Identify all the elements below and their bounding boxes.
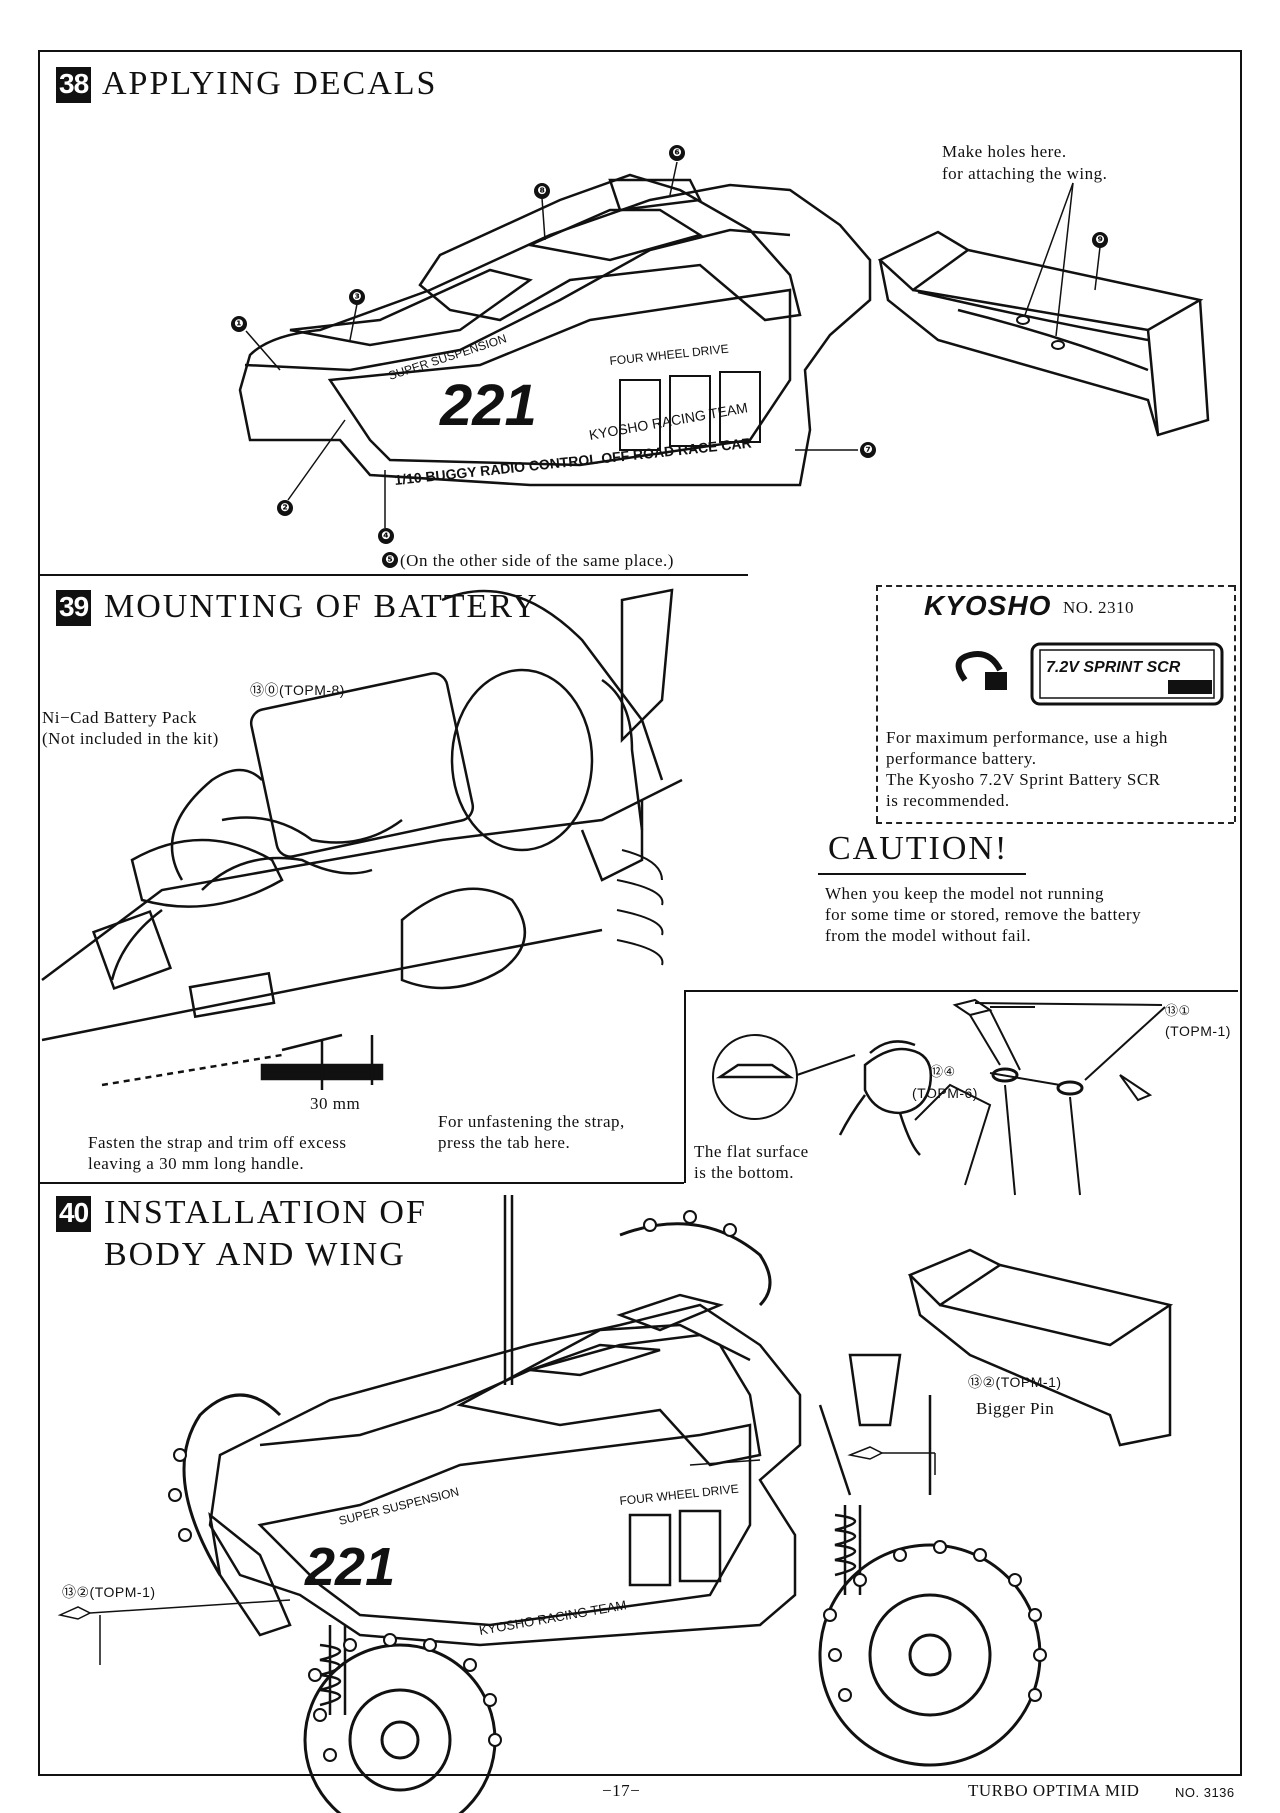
- performance-note-1: For maximum performance, use a high: [886, 728, 1168, 747]
- unfasten-note-1: For unfastening the strap,: [438, 1112, 625, 1131]
- part-131-code: (TOPM-1): [1165, 1023, 1231, 1039]
- step-38-number: 38: [56, 67, 92, 103]
- performance-note-4: is recommended.: [886, 791, 1010, 810]
- step-39-number: 39: [56, 590, 92, 626]
- battery-product-number: NO. 2310: [1063, 598, 1135, 617]
- part-topm8-label: ⑬⓪(TOPM-8): [250, 682, 345, 698]
- page-number: −17−: [602, 1781, 641, 1800]
- battery-product-label: 7.2V SPRINT SCR: [1046, 659, 1181, 676]
- step-38-leader-lines: [245, 161, 1101, 528]
- decal-number: 221: [439, 373, 537, 438]
- step-40-number: 40: [56, 1196, 92, 1232]
- buggy-assembly-illustration: 221 SUPER SUSPENSION FOUR WHEEL DRIVE KY…: [57, 1195, 1174, 1813]
- battery-box-top: [876, 585, 1234, 587]
- unfasten-note-2: press the tab here.: [438, 1133, 571, 1152]
- decal-callout-9: ❾: [1092, 232, 1108, 248]
- battery-mounting-illustration: [41, 588, 683, 1090]
- page-frame: [38, 50, 1242, 1776]
- wing-inset-top-border: [684, 990, 1238, 992]
- step-40-title-line-2: BODY AND WING: [104, 1236, 406, 1273]
- buggy-decal-number: 221: [304, 1537, 395, 1597]
- sprint-battery-illustration: 7.2V SPRINT SCR: [955, 642, 1224, 706]
- caution-line-3: from the model without fail.: [825, 926, 1032, 945]
- strap-note-1: Fasten the strap and trim off excess: [88, 1133, 347, 1152]
- flat-surface-note-1: The flat surface: [694, 1142, 809, 1161]
- part-124-label: ⑫④: [930, 1064, 956, 1079]
- step-40-title-line-1: INSTALLATION OF: [104, 1194, 427, 1231]
- strap-note-2: leaving a 30 mm long handle.: [88, 1154, 305, 1173]
- performance-note-2: performance battery.: [886, 749, 1037, 768]
- divider-38-39: [40, 574, 748, 576]
- part-131-label: ⑬①: [1165, 1003, 1191, 1018]
- decal-callout-4: ❹: [378, 528, 394, 544]
- decal-callout-5: ❺: [382, 552, 398, 568]
- other-side-note: (On the other side of the same place.): [400, 551, 674, 570]
- decal-callout-2: ❷: [277, 500, 293, 516]
- body-shell-illustration: 221 SUPER SUSPENSION FOUR WHEEL DRIVE KY…: [238, 173, 872, 488]
- battery-box-bottom: [876, 822, 1234, 824]
- buggy-decal-racing: KYOSHO RACING TEAM: [478, 1597, 628, 1638]
- wing-inset-left-border: [684, 990, 686, 1183]
- step-38-title: APPLYING DECALS: [102, 65, 438, 102]
- wing-holes-note-1: Make holes here.: [942, 142, 1067, 161]
- battery-box-right: [1234, 585, 1236, 822]
- part-132-right-label: ⑬②(TOPM-1): [968, 1374, 1062, 1390]
- bigger-pin-label: Bigger Pin: [976, 1399, 1055, 1418]
- footer-model-name: TURBO OPTIMA MID: [968, 1781, 1140, 1800]
- divider-39-40: [40, 1182, 684, 1184]
- decal-callout-1: ❶: [231, 316, 247, 332]
- battery-pack-label-1: Ni−Cad Battery Pack: [42, 708, 198, 727]
- decal-callout-6: ❻: [669, 145, 685, 161]
- wing-mount-inset-illustration: [712, 998, 1166, 1196]
- wing-illustration: [877, 230, 1210, 437]
- kyosho-logo: KYOSHO: [924, 590, 1052, 621]
- part-132-left-label: ⑬②(TOPM-1): [62, 1584, 156, 1600]
- footer-model-number: NO. 3136: [1175, 1785, 1235, 1800]
- caution-underline: [818, 873, 1026, 875]
- caution-line-1: When you keep the model not running: [825, 884, 1105, 903]
- buggy-decal-fwd: FOUR WHEEL DRIVE: [619, 1482, 739, 1508]
- wing-holes-note-2: for attaching the wing.: [942, 164, 1108, 183]
- caution-line-2: for some time or stored, remove the batt…: [825, 905, 1142, 924]
- strap-length-label: 30 mm: [310, 1094, 361, 1113]
- battery-box-left: [876, 585, 878, 822]
- flat-surface-note-2: is the bottom.: [694, 1163, 795, 1182]
- battery-pack-label-2: (Not included in the kit): [42, 729, 219, 748]
- decal-callout-8: ❽: [534, 183, 550, 199]
- caution-title: CAUTION!: [828, 830, 1009, 867]
- decal-callout-3: ❸: [349, 289, 365, 305]
- performance-note-3: The Kyosho 7.2V Sprint Battery SCR: [886, 770, 1161, 789]
- decal-callout-7: ❼: [860, 442, 876, 458]
